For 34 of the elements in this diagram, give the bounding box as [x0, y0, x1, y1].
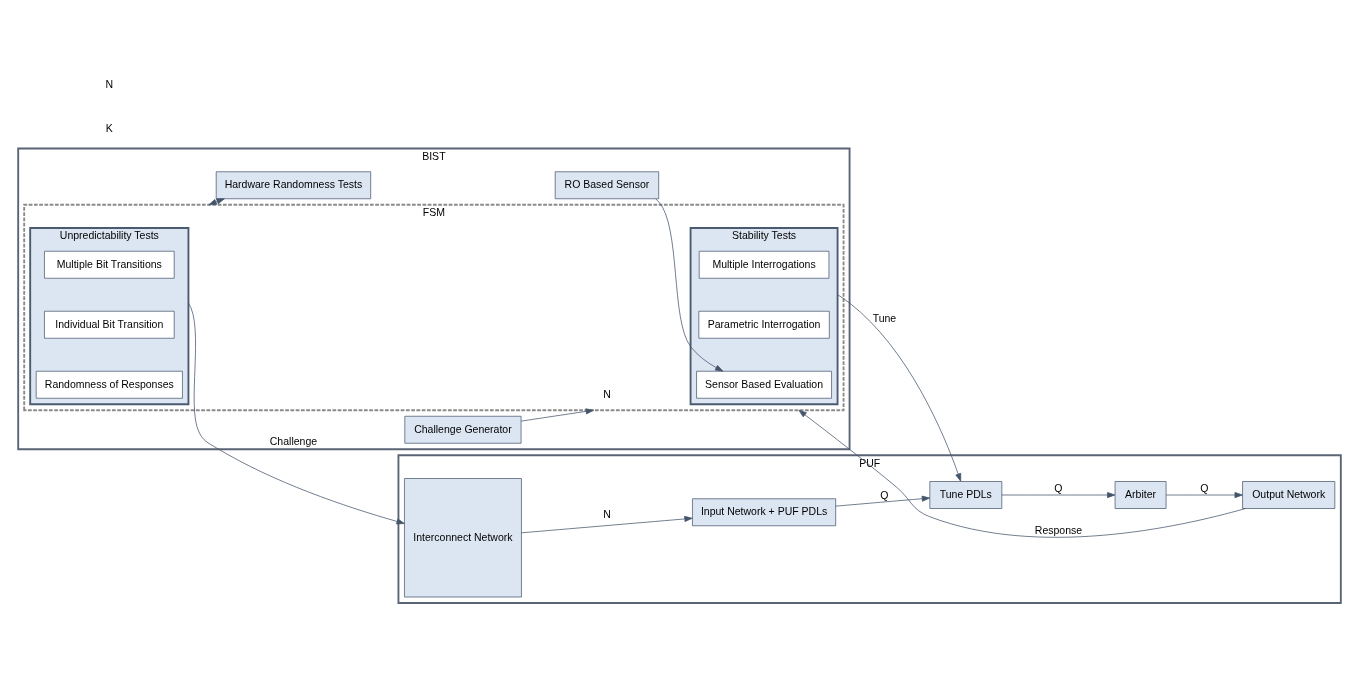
arrow: [837, 293, 962, 482]
arrow: [655, 197, 724, 372]
arrow: [208, 197, 225, 205]
node-box: Output Network: [1242, 480, 1336, 509]
edge-label: N: [603, 387, 611, 400]
edge-label: N: [603, 507, 611, 520]
edge-label: Q: [1054, 481, 1063, 494]
node-box: Hardware Randomness Tests: [215, 170, 372, 199]
arrow: [520, 407, 594, 421]
node-box: Arbiter: [1114, 480, 1167, 509]
node-box: Tune PDLs: [929, 480, 1003, 509]
edge-label: Q: [880, 488, 889, 501]
label: K: [105, 121, 113, 134]
node-box: Randomness of Responses: [35, 370, 183, 399]
arrow: [521, 515, 693, 533]
node-box: Sensor Based Evaluation: [696, 370, 832, 399]
arrow: [835, 495, 931, 507]
node-box: Individual Bit Transition: [44, 310, 175, 339]
edge-label: Q: [1200, 481, 1209, 494]
arrow: [798, 409, 1246, 538]
edge-label: Response: [1034, 523, 1083, 536]
node-box: RO Based Sensor: [554, 170, 660, 199]
edge-label: Challenge: [269, 434, 318, 447]
node-box: Interconnect Network: [404, 477, 522, 597]
node-box: Challenge Generator: [404, 415, 522, 444]
arrow: [188, 302, 405, 524]
node-box: Parametric Interrogation: [698, 310, 830, 339]
arrow: [1001, 491, 1116, 498]
node-box: Input Network + PUF PDLs: [692, 497, 837, 526]
edge-label: Tune: [872, 311, 897, 324]
label: N: [105, 77, 114, 90]
node-box: Multiple Interrogations: [698, 250, 830, 279]
node-box: Multiple Bit Transitions: [44, 250, 175, 279]
arrow: [1165, 491, 1243, 498]
